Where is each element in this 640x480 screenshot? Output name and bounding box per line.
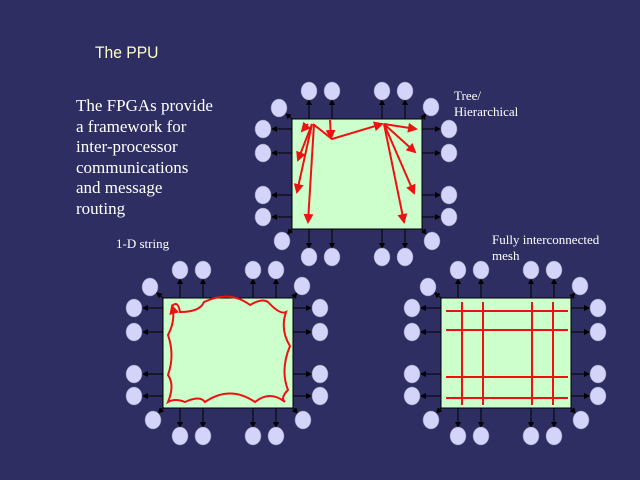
- processor-node: [125, 322, 143, 342]
- link-arrow: [287, 228, 294, 235]
- processor-node: [571, 276, 589, 296]
- processor-node: [545, 260, 563, 280]
- processor-node: [194, 260, 212, 280]
- processor-node: [449, 260, 467, 280]
- processor-node: [254, 207, 272, 227]
- processor-node: [311, 386, 329, 406]
- processor-node: [589, 386, 607, 406]
- processor-node: [545, 426, 563, 446]
- processor-node: [572, 410, 590, 430]
- processor-node: [171, 260, 189, 280]
- body-line: inter-processor: [76, 137, 178, 156]
- body-line: routing: [76, 198, 126, 218]
- processor-node: [472, 426, 490, 446]
- body-line: The FPGAs provide: [76, 96, 213, 115]
- link-arrow: [158, 407, 165, 414]
- tree-label-line: Hierarchical: [454, 104, 519, 119]
- link-arrow: [285, 113, 293, 120]
- processor-node: [403, 386, 421, 406]
- tree-label-line: Tree/: [454, 88, 481, 103]
- processor-node: [125, 386, 143, 406]
- processor-node: [522, 260, 540, 280]
- processor-node: [396, 247, 414, 267]
- processor-node: [423, 231, 441, 251]
- link-arrow: [569, 407, 576, 414]
- link-arrow: [434, 292, 442, 299]
- link-arrow: [569, 292, 576, 300]
- processor-node: [300, 247, 318, 267]
- processor-node: [144, 410, 162, 430]
- processor-node: [244, 260, 262, 280]
- processor-node: [300, 81, 318, 101]
- fpga-chip: [440, 297, 572, 409]
- body-line: communications: [76, 157, 189, 177]
- processor-node: [422, 410, 440, 430]
- link-arrow: [420, 228, 427, 235]
- mesh-label-line: Fully interconnected: [492, 232, 600, 247]
- tree-label: Tree/ Hierarchical: [454, 88, 518, 120]
- processor-node: [403, 364, 421, 384]
- link-arrow: [156, 292, 164, 299]
- processor-node: [294, 410, 312, 430]
- processor-node: [449, 426, 467, 446]
- processor-node: [589, 364, 607, 384]
- processor-node: [171, 426, 189, 446]
- processor-node: [270, 98, 288, 118]
- mesh-label: Fully interconnected mesh: [492, 232, 599, 264]
- processor-node: [419, 277, 437, 297]
- processor-node: [422, 97, 440, 117]
- processor-node: [323, 247, 341, 267]
- body-line: and message: [76, 178, 163, 197]
- fpga-chip: [162, 297, 294, 409]
- processor-node: [440, 143, 458, 163]
- slide-title: The PPU: [95, 43, 159, 62]
- processor-node: [589, 298, 607, 318]
- processor-node: [125, 298, 143, 318]
- processor-node: [522, 426, 540, 446]
- processor-node: [311, 322, 329, 342]
- processor-node: [311, 298, 329, 318]
- string-label: 1-D string: [116, 236, 170, 251]
- processor-node: [323, 81, 341, 101]
- processor-node: [311, 364, 329, 384]
- processor-node: [373, 247, 391, 267]
- processor-node: [440, 119, 458, 139]
- processor-node: [141, 277, 159, 297]
- processor-node: [403, 322, 421, 342]
- tree-routes: [293, 119, 418, 224]
- link-arrow: [420, 113, 427, 120]
- processor-node: [440, 207, 458, 227]
- processor-node: [267, 426, 285, 446]
- link-arrow: [291, 407, 298, 414]
- string-routes: [165, 295, 292, 405]
- processor-node: [589, 322, 607, 342]
- tree-chip: [254, 81, 458, 267]
- body-line: a framework for: [76, 116, 187, 136]
- processor-node: [194, 426, 212, 446]
- processor-node: [373, 81, 391, 101]
- processor-node: [125, 364, 143, 384]
- processor-node: [440, 185, 458, 205]
- processor-node: [254, 119, 272, 139]
- processor-node: [254, 185, 272, 205]
- processor-node: [293, 276, 311, 296]
- slide-body-text: The FPGAs provide a framework for inter-…: [76, 96, 246, 219]
- processor-node: [396, 81, 414, 101]
- processor-node: [403, 298, 421, 318]
- processor-node: [254, 143, 272, 163]
- mesh-label-line: mesh: [492, 248, 520, 263]
- mesh-routes: [446, 302, 568, 405]
- string-chip: [125, 260, 329, 446]
- link-arrow: [291, 292, 298, 300]
- processor-node: [267, 260, 285, 280]
- link-arrow: [436, 407, 443, 414]
- processor-node: [244, 426, 262, 446]
- mesh-chip: [403, 260, 607, 446]
- processor-node: [273, 231, 291, 251]
- processor-node: [472, 260, 490, 280]
